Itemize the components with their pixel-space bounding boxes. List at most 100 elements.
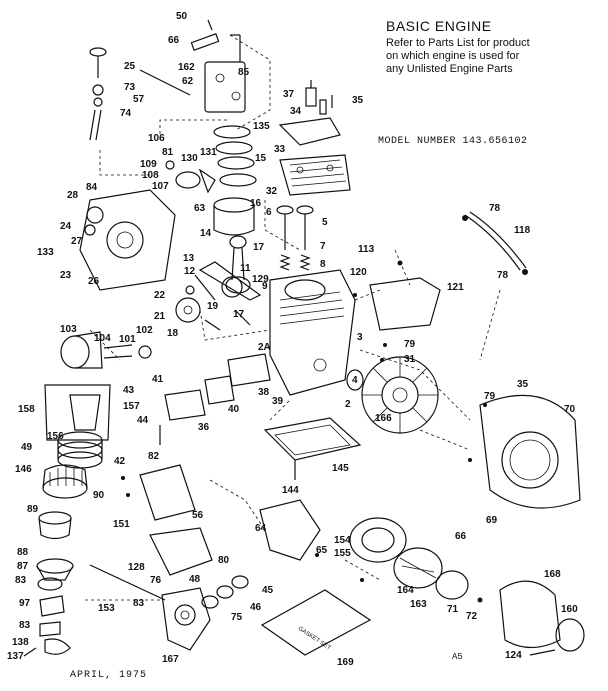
part-callout: 71 (447, 604, 459, 615)
part-callout: 26 (88, 276, 100, 287)
part-callout: 37 (283, 89, 295, 100)
part-callout: 138 (12, 637, 29, 648)
part-callout: 46 (250, 602, 262, 613)
part-callout: 35 (352, 95, 364, 106)
part-callout: 163 (410, 599, 427, 610)
cylinder-head (279, 154, 351, 196)
part-callout: 72 (466, 611, 478, 622)
part-callout: 13 (183, 253, 195, 264)
part-callout: 89 (27, 504, 39, 515)
fuel-line (464, 211, 527, 271)
part-callout: 25 (124, 61, 136, 72)
part-callout: 118 (514, 225, 531, 236)
part-callout: 45 (262, 585, 274, 596)
part-callout: 19 (207, 301, 219, 312)
choke-rod (89, 47, 191, 141)
part-callout: 73 (124, 82, 136, 93)
part-callout: 44 (137, 415, 149, 426)
part-callout: 130 (181, 153, 198, 164)
part-callout: 36 (198, 422, 210, 433)
part-callout: 79 (404, 339, 416, 350)
part-callout: 75 (231, 612, 243, 623)
part-callout: 166 (375, 413, 392, 424)
part-callout: 5 (322, 217, 328, 228)
title-block: BASIC ENGINE Refer to Parts List for pro… (386, 18, 530, 76)
part-callout: 17 (233, 309, 245, 320)
oil-pan (263, 417, 362, 480)
part-callout: 35 (517, 379, 529, 390)
control-bracket (149, 527, 213, 576)
part-callout: 155 (334, 548, 351, 559)
part-callout: 34 (290, 106, 302, 117)
part-callout: 131 (200, 147, 217, 158)
part-callout: 65 (316, 545, 328, 556)
part-callout: 81 (162, 147, 174, 158)
carburetor (161, 587, 211, 651)
part-callout: 146 (15, 464, 32, 475)
part-callout: 157 (123, 401, 140, 412)
part-callout: 78 (497, 270, 509, 281)
part-callout: 158 (18, 404, 35, 415)
part-callout: 168 (544, 569, 561, 580)
part-callout: 164 (397, 585, 414, 596)
part-callout: 76 (150, 575, 162, 586)
crank-gears (175, 285, 221, 331)
fasteners (121, 215, 528, 603)
part-callout: 88 (17, 547, 29, 558)
piston-rings (213, 125, 257, 187)
part-callout: 162 (178, 62, 195, 73)
part-callout: 154 (334, 535, 351, 546)
part-callout: 79 (484, 391, 496, 402)
part-callout: 43 (123, 385, 135, 396)
part-callout: 109 (140, 159, 157, 170)
part-callout: 39 (272, 396, 284, 407)
part-callout: 83 (133, 598, 145, 609)
note-line-2: on which engine is used for (386, 50, 520, 62)
filter-element (36, 511, 74, 581)
part-callout: 42 (114, 456, 126, 467)
part-callout: 124 (505, 650, 522, 661)
gasket-set-box (260, 589, 372, 656)
air-cleaner (44, 384, 111, 469)
part-callout: 144 (282, 485, 299, 496)
part-callout: 97 (19, 598, 31, 609)
starter-parts (349, 517, 469, 600)
part-callout: 66 (168, 35, 180, 46)
part-callout: 129 (252, 274, 269, 285)
part-callout: 169 (337, 657, 354, 668)
part-callout: 108 (142, 170, 159, 181)
head-shield (278, 117, 341, 146)
part-callout: 153 (98, 603, 115, 614)
part-callout: 24 (60, 221, 72, 232)
carb-gasket (139, 464, 196, 521)
part-callout: 74 (120, 108, 132, 119)
part-callout: 101 (119, 334, 136, 345)
part-callout: 87 (17, 561, 29, 572)
part-callout: 28 (67, 190, 79, 201)
part-callout: 48 (189, 574, 201, 585)
breather (159, 353, 271, 445)
part-callout: 41 (152, 374, 164, 385)
part-callout: 137 (7, 651, 24, 662)
part-callout: 8 (320, 259, 326, 270)
part-callout: 103 (60, 324, 77, 335)
carb-small-parts (23, 577, 71, 657)
part-callout: 62 (182, 76, 194, 87)
part-callout: 56 (192, 510, 204, 521)
intake-gaskets (201, 575, 249, 609)
part-callout: 90 (93, 490, 105, 501)
part-callout: 80 (218, 555, 230, 566)
part-callout: 31 (404, 354, 416, 365)
part-callout: 3 (357, 332, 363, 343)
part-callout: 33 (274, 144, 286, 155)
note-line-1: Refer to Parts List for product (386, 37, 530, 49)
part-callout: 167 (162, 654, 179, 665)
part-callout: 83 (19, 620, 31, 631)
part-callout: 102 (136, 325, 153, 336)
part-callout: 128 (128, 562, 145, 573)
part-callout: 107 (152, 181, 169, 192)
part-callout: 9 (262, 281, 268, 292)
part-callout: 70 (564, 404, 576, 415)
part-callout: 16 (250, 198, 262, 209)
filter-housing (42, 464, 88, 499)
